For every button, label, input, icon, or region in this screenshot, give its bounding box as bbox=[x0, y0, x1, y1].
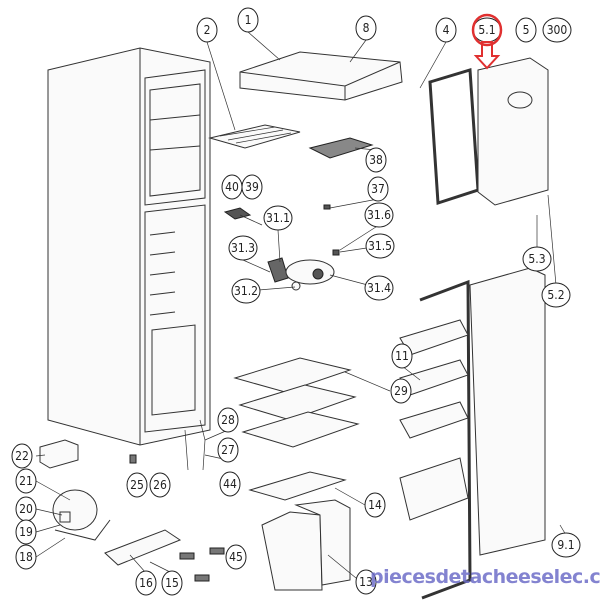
callout-27: 27 bbox=[217, 437, 239, 463]
svg-text:5.1: 5.1 bbox=[478, 23, 495, 37]
callout-28: 28 bbox=[217, 407, 239, 433]
callout-31-4: 31.4 bbox=[364, 275, 394, 301]
callout-29: 29 bbox=[390, 378, 412, 404]
svg-text:300: 300 bbox=[547, 23, 568, 37]
svg-text:37: 37 bbox=[371, 182, 385, 196]
svg-text:22: 22 bbox=[15, 449, 29, 463]
svg-text:9.1: 9.1 bbox=[557, 538, 574, 552]
cabinet bbox=[47, 47, 211, 446]
highlight-ring bbox=[471, 13, 503, 47]
callout-2: 2 bbox=[196, 17, 218, 43]
svg-text:27: 27 bbox=[221, 443, 235, 457]
callout-20: 20 bbox=[15, 496, 37, 522]
fridge-door bbox=[469, 267, 546, 556]
svg-text:25: 25 bbox=[130, 478, 144, 492]
svg-text:5.3: 5.3 bbox=[528, 252, 545, 266]
svg-text:19: 19 bbox=[19, 525, 33, 539]
svg-text:45: 45 bbox=[229, 550, 243, 564]
callout-300: 300 bbox=[542, 17, 572, 43]
freezer-door bbox=[477, 57, 549, 206]
highlight-arrow bbox=[473, 41, 501, 70]
callout-5-2: 5.2 bbox=[541, 282, 571, 308]
svg-text:40: 40 bbox=[225, 180, 239, 194]
svg-text:26: 26 bbox=[153, 478, 167, 492]
door-balconies bbox=[399, 319, 469, 521]
callout-11: 11 bbox=[391, 343, 413, 369]
callout-31-6: 31.6 bbox=[364, 202, 394, 228]
svg-text:5: 5 bbox=[523, 23, 530, 37]
svg-text:8: 8 bbox=[363, 21, 370, 35]
crisper-bins bbox=[261, 511, 323, 591]
callout-21: 21 bbox=[15, 468, 37, 494]
callout-13: 13 bbox=[355, 569, 377, 595]
svg-text:31.2: 31.2 bbox=[234, 284, 258, 298]
svg-text:18: 18 bbox=[19, 550, 33, 564]
callout-16: 16 bbox=[135, 570, 157, 596]
door-gasket bbox=[428, 68, 480, 206]
svg-text:20: 20 bbox=[19, 502, 33, 516]
svg-text:31.5: 31.5 bbox=[368, 239, 392, 253]
callout-5: 5 bbox=[515, 17, 537, 43]
callout-5-1: 5.1 bbox=[472, 17, 502, 43]
callout-39: 39 bbox=[241, 174, 263, 200]
callout-44: 44 bbox=[219, 471, 241, 497]
callout-25: 25 bbox=[126, 472, 148, 498]
svg-text:28: 28 bbox=[221, 413, 235, 427]
callout-22: 22 bbox=[11, 443, 33, 469]
svg-text:13: 13 bbox=[359, 575, 373, 589]
watermark: piecesdetacheeselec.com bbox=[370, 566, 600, 588]
callout-45: 45 bbox=[225, 544, 247, 570]
svg-text:1: 1 bbox=[245, 13, 252, 27]
callout-4: 4 bbox=[435, 17, 457, 43]
callout-37: 37 bbox=[367, 176, 389, 202]
top-cover bbox=[239, 51, 403, 101]
callout-8: 8 bbox=[355, 15, 377, 41]
callout-31-5: 31.5 bbox=[365, 233, 395, 259]
svg-text:5.2: 5.2 bbox=[547, 288, 564, 302]
svg-text:31.4: 31.4 bbox=[367, 281, 391, 295]
callout-40: 40 bbox=[221, 174, 243, 200]
svg-text:39: 39 bbox=[245, 180, 259, 194]
svg-text:38: 38 bbox=[369, 153, 383, 167]
svg-text:44: 44 bbox=[223, 477, 237, 491]
svg-text:29: 29 bbox=[394, 384, 408, 398]
svg-text:16: 16 bbox=[139, 576, 153, 590]
callout-1: 1 bbox=[237, 7, 259, 33]
callout-19: 19 bbox=[15, 519, 37, 545]
freezer-shelf bbox=[208, 124, 301, 149]
svg-text:14: 14 bbox=[368, 498, 382, 512]
callout-9-1: 9.1 bbox=[551, 532, 581, 558]
callout-31-3: 31.3 bbox=[228, 235, 258, 261]
compressor bbox=[52, 489, 111, 541]
callout-31-2: 31.2 bbox=[231, 278, 261, 304]
svg-text:4: 4 bbox=[443, 23, 450, 37]
glass-shelves bbox=[233, 357, 360, 501]
svg-text:11: 11 bbox=[395, 349, 409, 363]
svg-text:31.3: 31.3 bbox=[231, 241, 255, 255]
svg-text:15: 15 bbox=[165, 576, 179, 590]
ice-tray bbox=[308, 137, 374, 159]
svg-text:31.6: 31.6 bbox=[367, 208, 391, 222]
callout-38: 38 bbox=[365, 147, 387, 173]
callout-15: 15 bbox=[161, 570, 183, 596]
svg-text:31.1: 31.1 bbox=[266, 211, 290, 225]
callout-5-3: 5.3 bbox=[522, 246, 552, 272]
callout-31-1: 31.1 bbox=[263, 205, 293, 231]
callout-26: 26 bbox=[149, 472, 171, 498]
callout-18: 18 bbox=[15, 544, 37, 570]
svg-text:2: 2 bbox=[204, 23, 211, 37]
callout-14: 14 bbox=[364, 492, 386, 518]
svg-text:21: 21 bbox=[19, 474, 33, 488]
